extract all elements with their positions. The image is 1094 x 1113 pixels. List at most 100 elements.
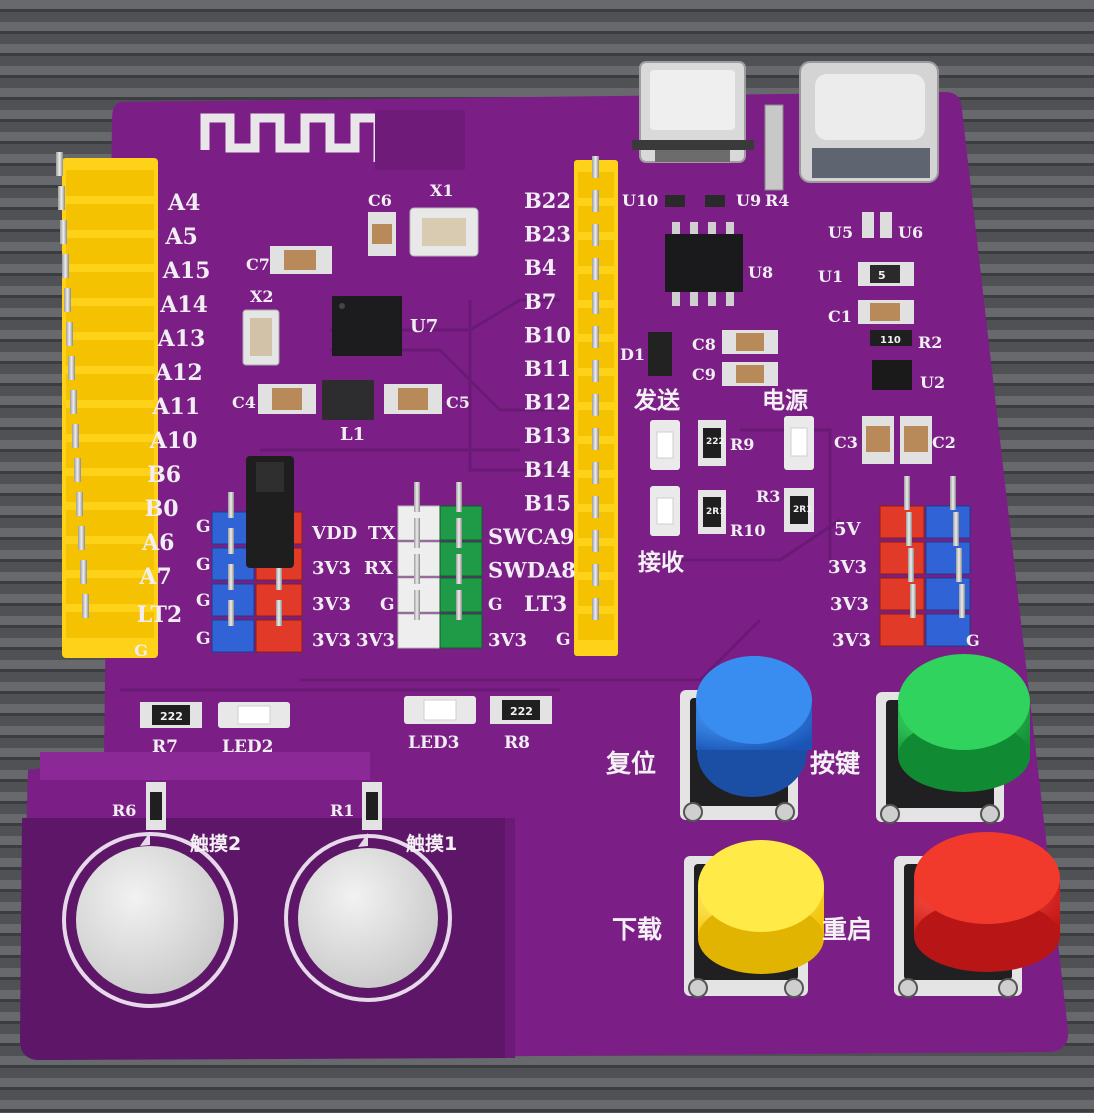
- label-serial-3v3: 3V3: [356, 630, 395, 651]
- r3-marking: 2R1: [793, 505, 812, 515]
- cap-c2-body: [904, 426, 928, 452]
- label-c8: C8: [692, 335, 716, 354]
- left-header-pin: [70, 390, 77, 414]
- mid-header-pin: [592, 292, 599, 314]
- r2-marking: 110: [880, 335, 901, 346]
- label-r8: R8: [504, 733, 530, 753]
- right-header: [879, 476, 971, 647]
- label-u1: U1: [818, 267, 843, 286]
- chip-u2: [872, 360, 912, 390]
- download-button[interactable]: [684, 840, 824, 998]
- label-jumper-3v3-c: 3V3: [312, 630, 351, 651]
- mid-header-pin: [592, 530, 599, 552]
- label-serial-g-right: G: [488, 595, 503, 615]
- micro-usb-connector: [632, 61, 754, 163]
- resistor-r6-body: [150, 792, 162, 820]
- silkscreen-labels: C6 X1 C7 X2 U7 C4 L1 C5 U10 U9 R4 U5 U6 …: [112, 181, 980, 944]
- left-header-pin: [72, 424, 79, 448]
- right-pin-metal: [910, 584, 916, 618]
- left-header-label: A15: [162, 258, 211, 284]
- chip-u9: [705, 195, 725, 207]
- label-serial-vcc-right: 3V3: [488, 630, 527, 651]
- r8-marking: 222: [510, 705, 533, 718]
- mid-header-label: B11: [524, 356, 571, 381]
- label-jumper-g-1: G: [196, 517, 211, 537]
- left-header-label: A14: [159, 292, 208, 318]
- cap-c6-body: [372, 224, 392, 244]
- serial-pin-metal: [456, 590, 462, 620]
- left-header-pin: [56, 152, 63, 176]
- label-right-5v: 5V: [834, 519, 862, 540]
- label-r6: R6: [112, 801, 136, 820]
- left-header-segment: [66, 238, 154, 264]
- left-header-segment: [66, 408, 154, 434]
- label-restart: 重启: [822, 915, 872, 944]
- right-pin-metal: [953, 512, 959, 546]
- resistor-r3-body: [790, 496, 808, 524]
- label-reset: 复位: [606, 749, 656, 778]
- chip-u10: [665, 195, 685, 207]
- left-header-label: G: [134, 641, 148, 660]
- label-u5: U5: [828, 223, 853, 242]
- left-header-label: B6: [147, 462, 181, 488]
- mid-header-label: B12: [524, 390, 571, 415]
- antenna-pad: [375, 110, 465, 170]
- left-header-pin: [80, 560, 87, 584]
- label-u2: U2: [920, 373, 945, 392]
- mid-header-pin: [592, 598, 599, 620]
- mid-header-label: LT3: [524, 591, 567, 616]
- label-x2: X2: [250, 287, 274, 306]
- label-right-3v3-a: 3V3: [828, 557, 867, 578]
- label-u7: U7: [410, 316, 438, 337]
- mid-header-pin: [592, 360, 599, 382]
- touch-pad-1[interactable]: [284, 833, 452, 1002]
- mid-header-label: SWCA9: [488, 524, 574, 549]
- left-header-segment: [66, 340, 154, 366]
- mid-header-pin: [592, 258, 599, 280]
- label-jumper-3v3-a: 3V3: [312, 558, 351, 579]
- left-header-label: LT2: [137, 602, 182, 628]
- label-c3: C3: [834, 433, 858, 452]
- mid-header-pin: [592, 190, 599, 212]
- label-u10: U10: [622, 191, 658, 210]
- label-u8: U8: [748, 263, 773, 282]
- serial-pin-metal: [414, 482, 420, 512]
- mid-header-label: B7: [524, 289, 556, 314]
- reset-button[interactable]: [680, 656, 812, 822]
- cap-c3-body: [866, 426, 890, 452]
- right-pin-metal: [908, 548, 914, 582]
- label-led3: LED3: [408, 733, 459, 753]
- mid-header-label: B4: [524, 255, 556, 280]
- label-x1: X1: [430, 181, 454, 200]
- label-download: 下载: [612, 915, 662, 944]
- serial-pin-metal: [456, 518, 462, 548]
- key-button[interactable]: [876, 654, 1030, 824]
- label-power: 电源: [762, 388, 808, 414]
- cap-c1-body: [870, 303, 900, 321]
- mid-header-pin: [592, 224, 599, 246]
- chip-u5: [862, 212, 874, 238]
- left-header-segment: [66, 612, 154, 638]
- cap-c4-body: [272, 388, 302, 410]
- diode-d1: [648, 332, 672, 376]
- left-header-label: A6: [141, 530, 174, 556]
- right-blue-pin: [925, 541, 971, 575]
- resistor-r9-body: [703, 428, 721, 458]
- left-header-label: B0: [145, 496, 179, 522]
- left-header-label: A11: [151, 394, 200, 420]
- mid-header-pin: [592, 394, 599, 416]
- cap-c7-body: [284, 250, 316, 270]
- r4-resistor: [764, 104, 784, 191]
- mid-header-pin: [592, 462, 599, 484]
- left-header-pin: [62, 254, 69, 278]
- left-header-pin: [76, 492, 83, 516]
- led-power-lens: [790, 427, 808, 457]
- serial-pin-metal: [414, 590, 420, 620]
- left-header-label: A10: [149, 428, 198, 454]
- chip-u8-pins: [672, 222, 734, 306]
- right-pin-metal: [959, 584, 965, 618]
- right-pin-metal: [956, 548, 962, 582]
- touch-pad-2[interactable]: [62, 832, 238, 1008]
- restart-button[interactable]: [894, 832, 1060, 998]
- usb-c-connector: [799, 61, 939, 183]
